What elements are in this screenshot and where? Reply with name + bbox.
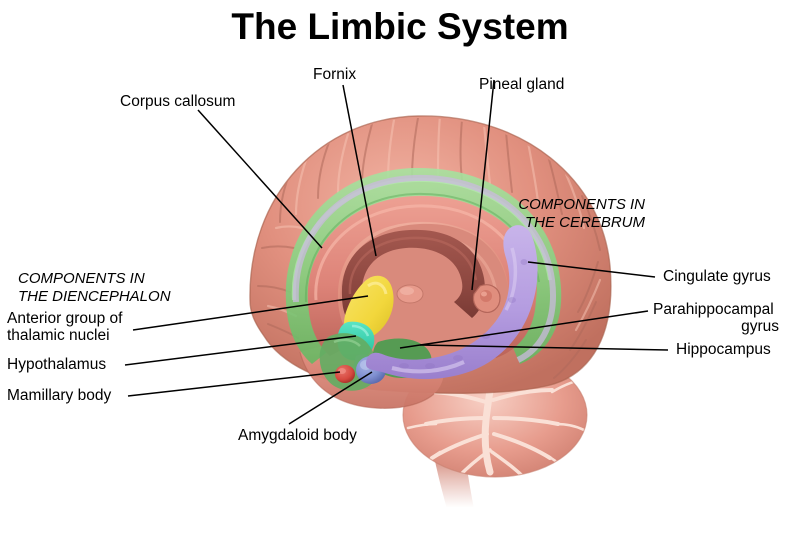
leader-pineal-gland (471, 79, 495, 291)
label-anterior-thalamic-nuclei-line1: Anterior group of (7, 310, 123, 327)
leader-amygdaloid-body (288, 371, 373, 425)
leader-mamillary-body (127, 371, 341, 397)
leader-hippocampus (419, 344, 669, 351)
page-title: The Limbic System (231, 6, 569, 47)
hippocampus (366, 225, 538, 380)
interthalamic-adhesion (396, 284, 424, 304)
label-amygdaloid-body: Amygdaloid body (238, 427, 357, 444)
mamillary-body (335, 365, 355, 383)
leader-hypothalamus (124, 335, 357, 366)
label-cingulate-gyrus: Cingulate gyrus (663, 268, 771, 285)
pineal-gland (472, 284, 501, 313)
leader-fornix (342, 84, 377, 257)
label-anterior-thalamic-nuclei-line2: thalamic nuclei (7, 327, 110, 344)
leader-anterior-thalamic (132, 295, 369, 331)
label-pineal-gland: Pineal gland (479, 76, 565, 93)
label-fornix: Fornix (313, 66, 357, 83)
leader-cingulate-gyrus (527, 261, 656, 278)
label-corpus-callosum: Corpus callosum (120, 93, 236, 110)
group-heading-cerebrum-line1: COMPONENTS IN (518, 196, 645, 213)
label-mamillary-body: Mamillary body (7, 387, 112, 404)
group-heading-diencephalon-line1: COMPONENTS IN (18, 270, 145, 287)
label-hypothalamus: Hypothalamus (7, 356, 107, 373)
leader-lines (124, 79, 669, 425)
label-parahippocampal-gyrus-line2: gyrus (741, 318, 779, 335)
group-heading-cerebrum-line2: THE CEREBRUM (524, 214, 645, 231)
group-heading-diencephalon-line2: THE DIENCEPHALON (18, 288, 171, 305)
label-hippocampus: Hippocampus (676, 341, 771, 358)
leader-corpus-callosum (197, 109, 323, 249)
label-parahippocampal-gyrus-line1: Parahippocampal (653, 301, 774, 318)
leader-parahippocampal (399, 310, 649, 349)
